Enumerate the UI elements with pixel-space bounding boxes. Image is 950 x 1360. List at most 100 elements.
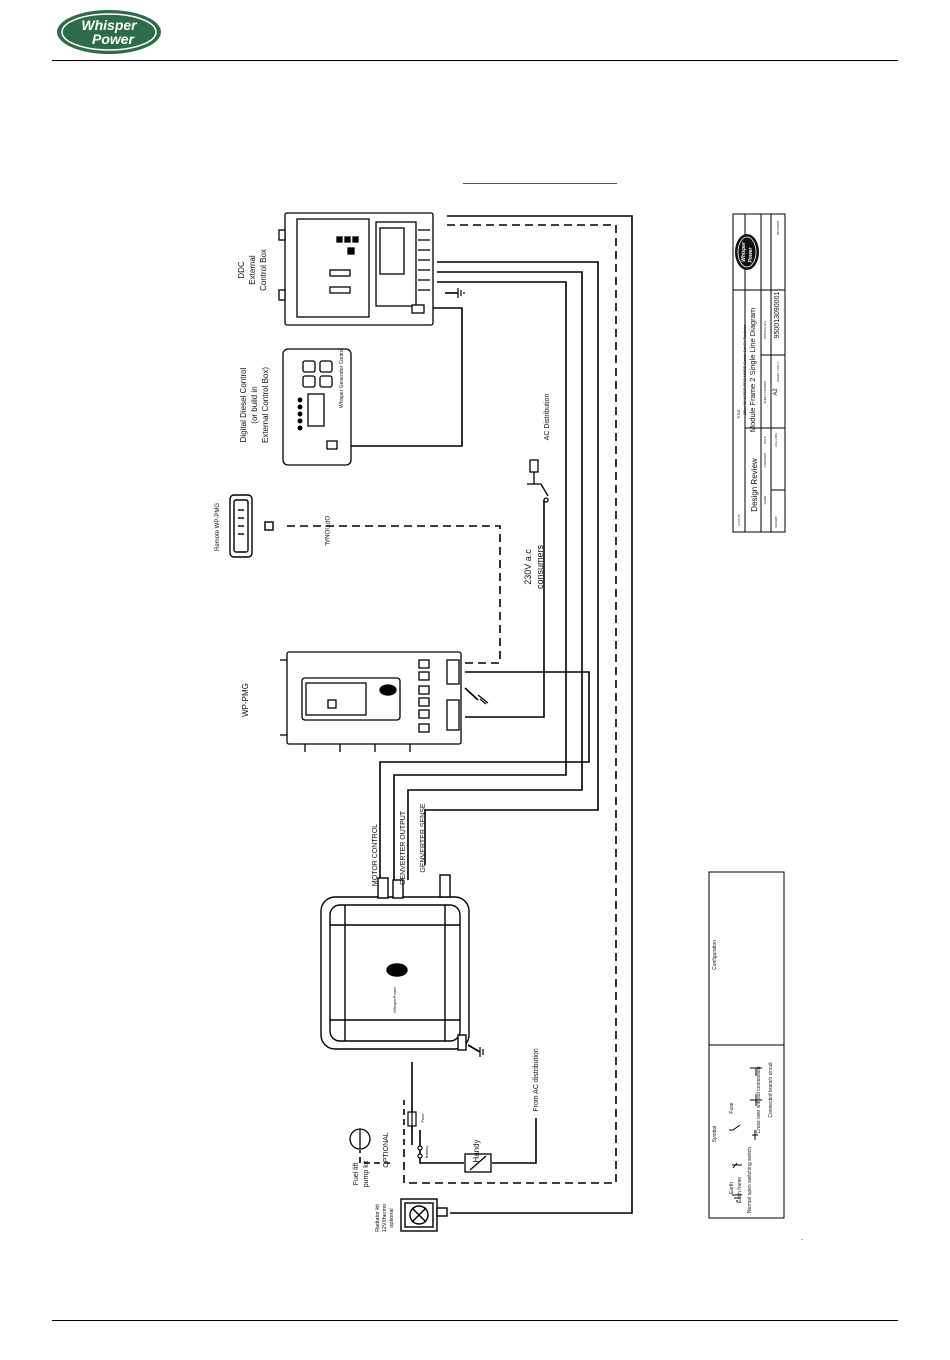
footer-mark: .	[801, 1233, 803, 1242]
title-logo-text-1: Whisper	[741, 241, 747, 262]
title-logo-text-2: Power	[748, 246, 754, 262]
digital-diesel-label-2: (or build in	[250, 386, 259, 423]
earth-frame-icon	[732, 1162, 742, 1169]
radiator-label-1: Radiator kit	[375, 1204, 381, 1232]
title-line-2: Module Frame 2 Single Line Diagram	[748, 308, 757, 432]
digital-diesel-label-3: External Control Box)	[261, 367, 270, 443]
from-ac-label: From AC distribution	[533, 1048, 540, 1112]
battery-symbol	[417, 1145, 423, 1159]
ac-distribution-label: AC Distribution	[544, 394, 551, 441]
logo-ring	[61, 13, 157, 51]
handy-label: Handy	[472, 1139, 481, 1162]
wire-fuel-pump	[359, 1150, 390, 1164]
ddc-external-control-box[interactable]	[278, 212, 434, 326]
crossover-icon	[750, 1094, 762, 1106]
handy-switch[interactable]	[464, 1153, 492, 1173]
legend-item: Earth frame	[737, 1177, 743, 1203]
fuse-small-label: Fuse	[420, 1113, 425, 1123]
wire-earth-gen	[467, 1044, 481, 1053]
radiator-kit[interactable]	[400, 1198, 448, 1232]
consumers-label-2: consumers	[535, 544, 545, 589]
digital-diesel-label-1: Digital Diesel Control	[239, 367, 248, 442]
legend-configuration-header: Configuration	[712, 940, 718, 970]
wire-ddc-gen	[393, 281, 567, 880]
wire-motor-control	[379, 671, 590, 895]
ac-distribution-switch[interactable]	[527, 459, 549, 503]
wp-pmg-unit[interactable]	[280, 651, 462, 752]
remote-wp-pmg-unit[interactable]	[229, 494, 274, 558]
fuse-symbol	[407, 1108, 417, 1130]
wp-pmg-label: WP-PMG	[241, 683, 250, 717]
fuse-icon	[752, 1130, 758, 1140]
title-date: 20-2-2009	[774, 433, 778, 447]
wire-radiator	[447, 215, 633, 1214]
earth-symbols	[457, 288, 489, 1057]
battery-small-label: Battery	[424, 1146, 429, 1159]
wp-pmg-unit-text: WhisperPower	[392, 986, 397, 1013]
radiator-label-2: 12V/thermo	[382, 1204, 388, 1232]
logo-oval	[57, 10, 161, 54]
optional-bottom-label: OPTIONAL	[383, 1132, 390, 1168]
title-revision-label: REVISION	[776, 221, 780, 235]
remote-wp-pmg-label: Remote WP-PMG	[215, 503, 221, 551]
optional-top-label: OPTIONAL	[323, 516, 329, 547]
wire-handy	[419, 1130, 464, 1164]
title-drawing-number: 950013090001	[774, 292, 781, 339]
legend-table	[708, 871, 785, 1219]
fuel-lift-label-1: Fuel lift	[353, 1163, 360, 1186]
title-name-label: NAME	[763, 496, 767, 505]
genverter-unit[interactable]	[320, 874, 470, 1051]
title-article-label: ARTICLE NO.	[763, 320, 767, 339]
ddc-label-1: DDC	[237, 261, 246, 279]
consumers-label-1: 230V a.c	[523, 549, 533, 585]
legend-symbol-header: Symbol	[712, 1126, 718, 1143]
legend-item: Connected branch circuit	[768, 1062, 774, 1118]
switch-icon	[729, 1124, 741, 1131]
fuel-lift-label-2: pump kit	[363, 1161, 370, 1188]
motor-control-label: MOTOR CONTROL	[372, 824, 379, 886]
wire-genverter-sense	[424, 261, 599, 865]
logo-text-2: Power	[92, 31, 136, 47]
wire-from-ac	[492, 1118, 537, 1164]
title-date-label: DATE	[763, 436, 767, 444]
legend-item: Normal open switching switch	[747, 1147, 753, 1213]
ddc-label-3: Control Box	[259, 249, 268, 291]
wire-genverter-output	[407, 271, 583, 880]
wire-ddc-panel	[338, 307, 463, 447]
branch-icon	[750, 1067, 762, 1076]
whisperpower-logo: Whisper Power	[57, 10, 161, 54]
footer-rule	[52, 1320, 898, 1321]
title-label: TITLE	[737, 409, 741, 419]
title-block-logo	[735, 234, 759, 270]
digital-diesel-control-panel[interactable]	[282, 348, 352, 466]
genverter-sense-label: GENVERTER SENSE	[420, 803, 427, 872]
wire-consumers	[465, 500, 545, 718]
title-sheet-format-label: SHEET FORMAT	[763, 380, 767, 403]
legend-item: Fuse	[729, 1102, 735, 1113]
title-status-label: STATUS	[737, 514, 741, 525]
title-size: A2	[773, 388, 779, 396]
title-drawn: DRAWN	[774, 516, 778, 527]
earth-icon	[479, 1047, 484, 1057]
title-checked: CHECKED	[763, 452, 767, 468]
link-underline[interactable]	[463, 183, 617, 184]
title-sheet: SHEET 1 OF 1	[776, 362, 780, 382]
radiator-label-3: optional	[389, 1208, 395, 1227]
legend-item: Earth	[729, 1182, 735, 1194]
header-rule	[52, 60, 898, 61]
wire-remote-optional	[285, 525, 501, 664]
ddc-label-2: External	[248, 255, 257, 285]
panel-unit-text: Whisper Generator Control	[339, 348, 345, 408]
legend-item: Cross over without connection	[756, 1066, 762, 1133]
logo-text-1: Whisper	[81, 17, 138, 33]
wire-earth-pmg	[464, 687, 479, 701]
title-line-1: 25kw WHISPER PRO MODE Combi-Set CV Radia…	[743, 324, 747, 415]
title-status: Design Review	[750, 458, 759, 512]
earth-icon	[477, 694, 489, 705]
wires	[285, 215, 633, 1214]
genverter-output-label: GENVERTER OUTPUT	[400, 810, 407, 885]
earth-icon	[457, 288, 465, 298]
earth-icon	[732, 1194, 742, 1202]
fuel-lift-pump[interactable]	[349, 1128, 371, 1150]
